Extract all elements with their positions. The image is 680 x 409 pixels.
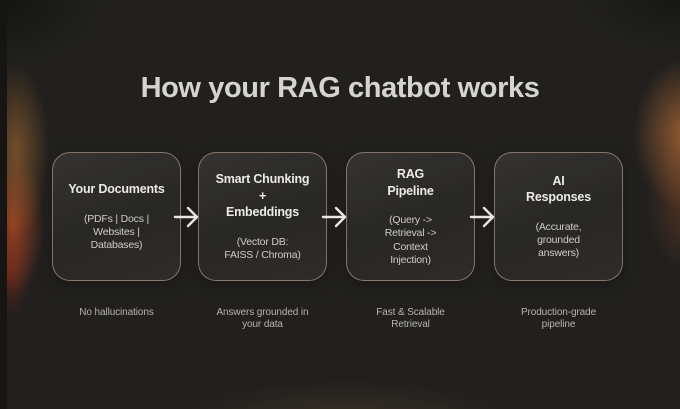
- left-edge-shadow: [0, 0, 7, 409]
- step-detail: (PDFs | Docs | Websites | Databases): [83, 212, 150, 251]
- step-caption: No hallucinations: [79, 307, 154, 318]
- step-detail: (Accurate, grounded answers): [535, 220, 582, 259]
- step-caption: Production-grade pipeline: [520, 307, 597, 330]
- page-title: How your RAG chatbot works: [140, 72, 540, 104]
- arrow-right-icon: [173, 206, 199, 228]
- step-detail: (Query -> Retrieval -> Context Injection…: [384, 214, 437, 266]
- arrow-right-icon: [469, 206, 495, 228]
- step-caption: Answers grounded in your data: [216, 307, 309, 330]
- step-heading: Smart Chunking + Embeddings: [215, 172, 310, 220]
- step-heading: RAG Pipeline: [387, 167, 434, 198]
- step-heading: AI Responses: [526, 173, 591, 205]
- step-card-smart-chunking-embeddings: Smart Chunking + Embeddings (Vector DB: …: [198, 152, 327, 281]
- arrow-right-icon: [321, 206, 347, 228]
- step-detail: (Vector DB: FAISS / Chroma): [224, 235, 301, 261]
- step-heading: Your Documents: [68, 182, 165, 197]
- step-card-your-documents: Your Documents (PDFs | Docs | Websites |…: [52, 152, 181, 281]
- step-caption: Fast & Scalable Retrieval: [376, 307, 445, 330]
- step-card-ai-responses: AI Responses (Accurate, grounded answers…: [494, 152, 623, 281]
- step-card-rag-pipeline: RAG Pipeline (Query -> Retrieval -> Cont…: [346, 152, 475, 281]
